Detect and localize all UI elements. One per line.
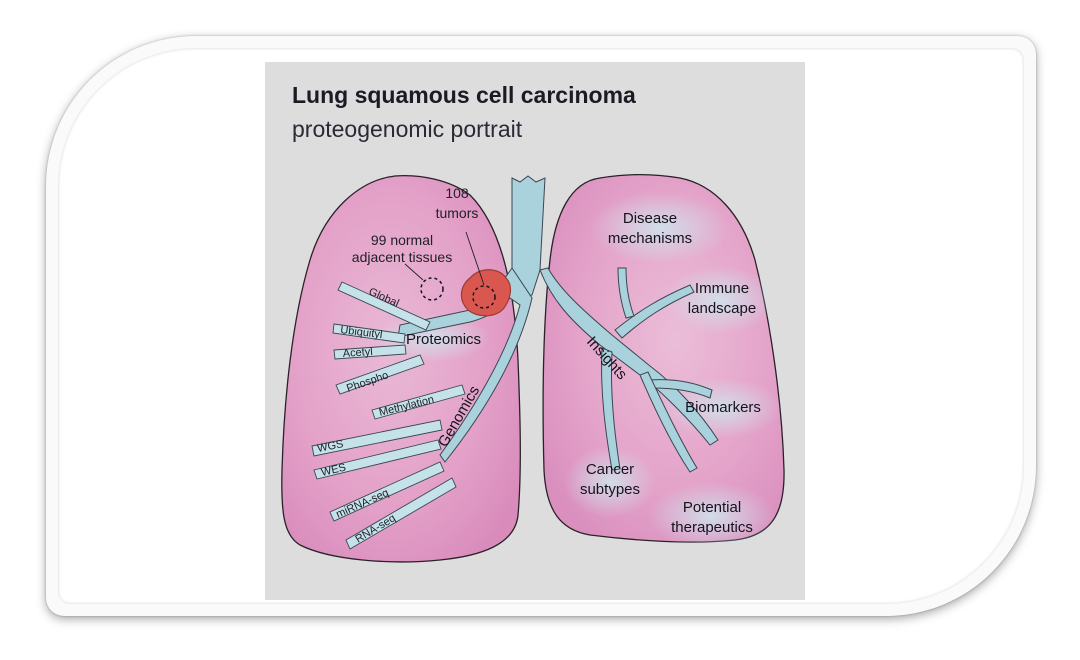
left-branches bbox=[311, 281, 466, 550]
therapeutics-label-line1: Potential bbox=[683, 499, 741, 516]
mirna-branch bbox=[329, 461, 445, 522]
disease-label-line1: Disease bbox=[623, 210, 677, 227]
normal-sample-circle bbox=[420, 277, 444, 301]
immune-label-line2: landscape bbox=[688, 300, 756, 317]
wes-label: WES bbox=[320, 462, 347, 479]
wes-branch bbox=[313, 439, 442, 480]
normal-pointer bbox=[404, 263, 424, 281]
therapeutics-label-line2: therapeutics bbox=[671, 519, 753, 536]
methylation-branch bbox=[371, 384, 466, 420]
figure-subtitle: proteogenomic portrait bbox=[292, 116, 523, 142]
tumor-noun-label: tumors bbox=[436, 205, 479, 221]
disease-label-line2: mechanisms bbox=[608, 230, 692, 247]
airway-tree bbox=[397, 175, 719, 473]
right-bronchus bbox=[539, 267, 719, 446]
tumor-count-label: 108 bbox=[445, 185, 469, 201]
global-branch bbox=[337, 281, 431, 331]
normal-tissue-label: adjacent tissues bbox=[352, 249, 452, 265]
immune-label-line1: Immune bbox=[695, 280, 749, 297]
ubiquityl-label: Ubiquityl bbox=[340, 324, 383, 341]
proteomics-label: Proteomics bbox=[406, 331, 481, 348]
normal-count-label: 99 normal bbox=[371, 232, 433, 248]
rnaseq-branch bbox=[345, 477, 457, 550]
wgs-label: WGS bbox=[316, 438, 344, 455]
ubiquityl-branch bbox=[332, 323, 406, 344]
acetyl-label: Acetyl bbox=[342, 346, 373, 360]
wgs-branch bbox=[311, 419, 443, 457]
figure-title: Lung squamous cell carcinoma bbox=[292, 82, 636, 108]
tumor-mass bbox=[460, 269, 512, 317]
acetyl-branch bbox=[333, 344, 407, 360]
tumor-sample-circle bbox=[472, 285, 496, 309]
phospho-branch bbox=[335, 354, 425, 395]
tumor-pointer bbox=[465, 231, 485, 286]
biomarkers-label: Biomarkers bbox=[685, 399, 761, 416]
subtypes-label-line1: Cancer bbox=[586, 461, 634, 478]
subtypes-label-line2: subtypes bbox=[580, 481, 640, 498]
